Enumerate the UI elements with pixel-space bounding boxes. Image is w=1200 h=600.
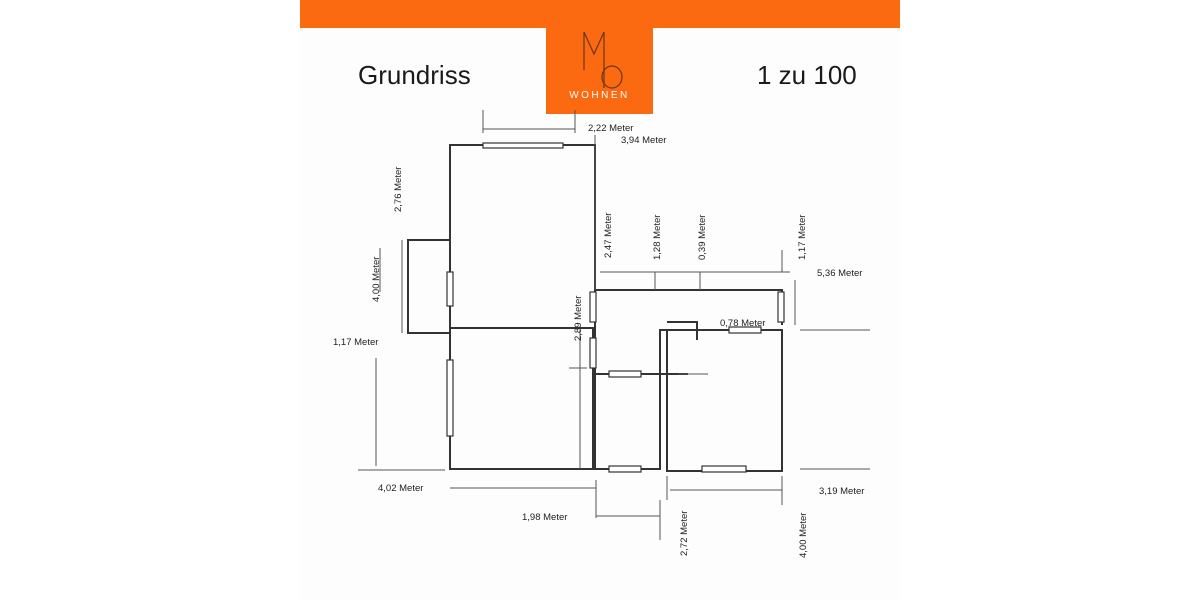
room-lower-left <box>449 327 594 470</box>
balcony <box>407 239 450 334</box>
dimension-lines <box>358 110 870 540</box>
dim-2-76: 2,76 Meter <box>393 167 404 212</box>
brand-logo: WOHNEN <box>546 28 653 114</box>
dimension-labels: 2,22 Meter 3,94 Meter 2,76 Meter 4,00 Me… <box>333 123 864 558</box>
window-right-bottom <box>701 465 747 473</box>
dim-4-00-left: 4,00 Meter <box>371 257 382 302</box>
window-left <box>446 359 454 437</box>
dim-4-00-right: 4,00 Meter <box>798 513 809 558</box>
dim-2-47: 2,47 Meter <box>603 213 614 258</box>
dim-2-89: 2,89 Meter <box>573 296 584 341</box>
openings <box>446 142 785 473</box>
niche <box>667 321 698 340</box>
window-balcony <box>446 271 454 307</box>
dim-3-94: 3,94 Meter <box>621 135 666 146</box>
dim-2-72: 2,72 Meter <box>679 511 690 556</box>
dim-5-36: 5,36 Meter <box>817 268 862 279</box>
room-corridor <box>594 373 661 470</box>
dim-0-78: 0,78 Meter <box>720 318 765 329</box>
dim-1-17-left: 1,17 Meter <box>333 337 378 348</box>
dim-3-19: 3,19 Meter <box>819 486 864 497</box>
door-upper <box>589 291 597 323</box>
wall-partition <box>659 329 667 374</box>
logo-wordmark: WOHNEN <box>569 90 630 101</box>
dim-4-02: 4,02 Meter <box>378 483 423 494</box>
room-right <box>666 329 783 472</box>
dim-1-28: 1,28 Meter <box>652 215 663 260</box>
door-right-room <box>728 326 762 334</box>
window-corridor-bottom <box>608 465 642 473</box>
dim-1-17-right: 1,17 Meter <box>797 215 808 260</box>
dim-1-98: 1,98 Meter <box>522 512 567 523</box>
dim-0-39: 0,39 Meter <box>697 215 708 260</box>
dim-2-22: 2,22 Meter <box>588 123 633 134</box>
door-corridor <box>608 370 642 378</box>
window-top <box>482 142 564 149</box>
plan-scale: 1 zu 100 <box>757 60 857 90</box>
plan-title: Grundriss <box>358 60 471 90</box>
header-bar <box>300 0 900 28</box>
logo-mark-icon <box>583 31 623 89</box>
door-lower <box>589 337 597 369</box>
window-right-top <box>777 291 785 323</box>
